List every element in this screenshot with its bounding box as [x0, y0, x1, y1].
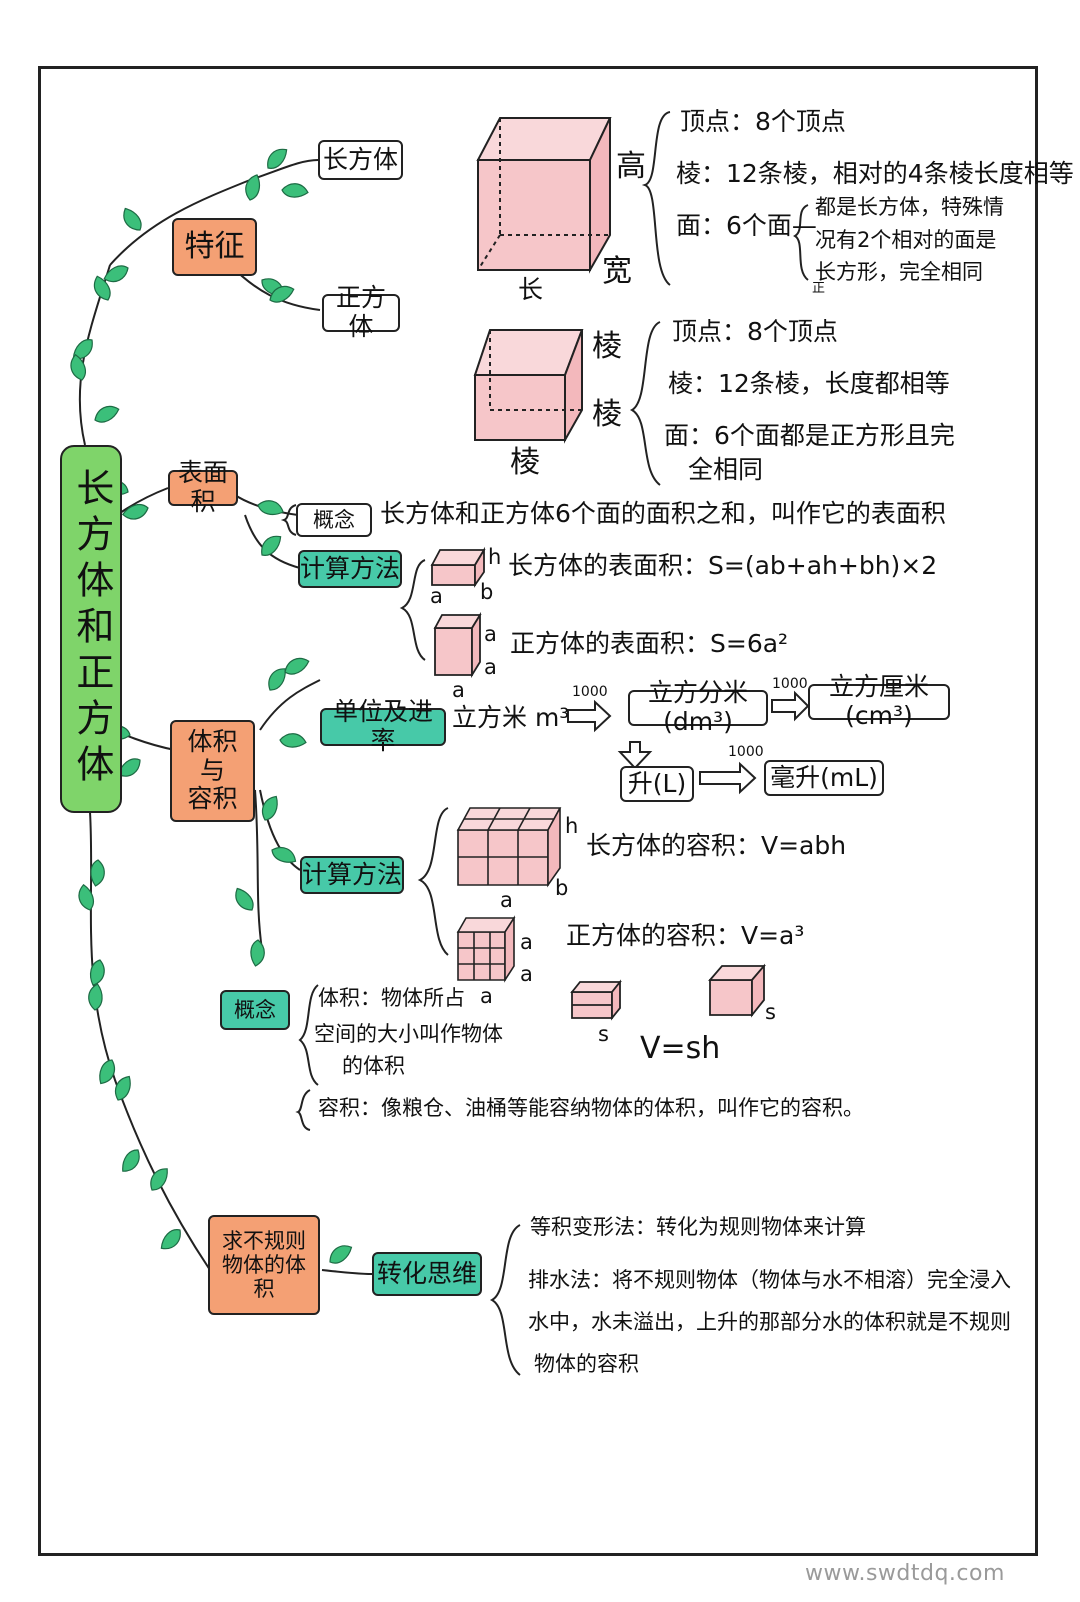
irregular-item-2: 排水法：将不规则物体（物体与水不相溶）完全浸入: [528, 1268, 1011, 1292]
surface-cube-a-3: a: [452, 678, 465, 702]
cuboid-faces-lead: 面：6个面—: [676, 211, 817, 240]
prism-box-figure: [708, 963, 766, 1018]
volume-cube-a-3: a: [480, 984, 493, 1008]
volume-def-line-1: 体积：物体所占: [318, 986, 465, 1010]
unit-dm3: 立方分米(dm³): [647, 678, 748, 736]
cuboid-vertices: 顶点：8个顶点: [680, 107, 846, 136]
surface-cuboid-figure: [430, 546, 486, 588]
irregular-node: 求不规则 物体的体 积: [208, 1215, 320, 1315]
rate-2: 1000: [772, 676, 808, 692]
prism-flat-s: s: [598, 1022, 609, 1046]
volume-cuboid-a: a: [500, 888, 513, 912]
cube-faces-line-2: 全相同: [688, 455, 764, 484]
root-node: 长方体和正方体: [60, 445, 122, 813]
surface-concept-label: 概念: [313, 507, 355, 532]
general-volume-formula: V=sh: [640, 1031, 721, 1066]
surface-cube-figure: [433, 611, 482, 679]
irregular-label-line-2: 物体的体: [222, 1252, 306, 1277]
unit-arrows: [567, 690, 810, 795]
unit-cm3-box: 立方厘米(cm³): [808, 672, 950, 730]
watermark: www.swdtdq.com: [805, 1561, 1005, 1586]
volume-def-line-3: 的体积: [342, 1054, 405, 1078]
surface-calc-label: 计算方法: [300, 553, 401, 583]
rate-1: 1000: [572, 684, 608, 700]
transform-label: 转化思维: [376, 1258, 477, 1288]
unit-dm3-box: 立方分米(dm³): [628, 678, 768, 736]
unit-cm3: 立方厘米(cm³): [828, 672, 929, 730]
cube-node: 正方体: [322, 283, 400, 341]
transform-node: 转化思维: [372, 1252, 482, 1296]
rate-3: 1000: [728, 744, 764, 760]
surface-cuboid-b: b: [480, 580, 494, 604]
cuboid-figure: [476, 117, 612, 274]
volume-calc-label: 计算方法: [302, 859, 403, 889]
cube-faces-line-1: 面：6个面都是正方形且完: [664, 421, 955, 450]
cuboid-length-label: 长: [518, 275, 544, 304]
surface-cube-a-2: a: [484, 655, 497, 679]
volume-cuboid-figure: [456, 807, 562, 888]
volume-cube-formula: 正方体的容积：V=a³: [566, 921, 805, 950]
features-label: 特征: [184, 228, 245, 264]
cube-edges: 棱：12条棱，长度都相等: [668, 369, 950, 398]
unit-l-box: 升(L): [620, 766, 694, 802]
cuboid-faces-line-3: 长方形，完全相同: [815, 260, 983, 284]
volume-calc-node: 计算方法: [300, 856, 404, 894]
volume-cube-a-1: a: [520, 930, 533, 954]
irregular-item-3: 水中，水未溢出，上升的那部分水的体积就是不规则: [528, 1310, 1011, 1334]
surface-calc-node: 计算方法: [298, 550, 402, 588]
surface-cube-formula: 正方体的表面积：S=6a²: [510, 629, 789, 658]
cuboid-node: 长方体: [318, 140, 403, 180]
cuboid-label: 长方体: [322, 144, 398, 174]
unit-m3: 立方米 m³: [452, 703, 570, 732]
volume-cuboid-formula: 长方体的容积：V=abh: [586, 831, 847, 860]
unit-l: 升(L): [627, 768, 687, 798]
irregular-item-1: 等积变形法：转化为规则物体来计算: [530, 1215, 866, 1239]
volume-concept-label: 概念: [234, 997, 276, 1022]
root-label: 长方体和正方体: [69, 468, 114, 790]
volume-concept-node: 概念: [220, 990, 290, 1030]
irregular-label-line-1: 求不规则: [222, 1228, 306, 1253]
volume-label-line-3: 容积: [187, 784, 238, 814]
braces: [280, 111, 809, 1376]
cuboid-width-label: 宽: [602, 254, 632, 289]
volume-cuboid-b: b: [555, 876, 569, 900]
irregular-label-line-3: 积: [253, 1277, 275, 1302]
volume-label-line-2: 与: [199, 755, 225, 785]
surface-area-node: 表面积: [168, 458, 238, 516]
volume-cuboid-h: h: [565, 814, 579, 838]
cube-edge-label-right: 棱: [592, 397, 622, 432]
surface-cuboid-a: a: [430, 584, 443, 608]
capacity-def: 容积：像粮仓、油桶等能容纳物体的体积，叫作它的容积。: [318, 1096, 864, 1120]
cube-vertices: 顶点：8个顶点: [672, 317, 838, 346]
cuboid-faces-line-2: 况有2个相对的面是: [815, 228, 997, 252]
surface-cuboid-formula: 长方体的表面积：S=(ab+ah+bh)×2: [508, 551, 938, 580]
features-node: 特征: [172, 218, 257, 276]
cube-label: 正方体: [335, 283, 386, 341]
volume-def-line-2: 空间的大小叫作物体: [314, 1022, 503, 1046]
surface-concept-text: 长方体和正方体6个面的面积之和，叫作它的表面积: [380, 499, 946, 528]
units-node: 单位及进率: [320, 697, 446, 755]
units-label: 单位及进率: [332, 697, 433, 755]
cuboid-faces-note: 正: [812, 281, 826, 296]
surface-area-label: 表面积: [177, 458, 228, 516]
cube-edge-label-top: 棱: [592, 329, 622, 364]
cube-figure: [473, 329, 584, 444]
unit-ml: 毫升(mL): [770, 762, 878, 792]
prism-flat-figure: [570, 979, 622, 1021]
prism-box-s: s: [765, 1000, 776, 1024]
volume-node: 体积 与 容积: [170, 720, 255, 822]
irregular-item-4: 物体的容积: [534, 1352, 639, 1376]
volume-cube-figure: [456, 915, 516, 983]
cube-edge-label-bottom: 棱: [510, 445, 540, 480]
cuboid-height-label: 高: [616, 149, 646, 184]
cuboid-faces-line-1: 都是长方体，特殊情: [815, 195, 1004, 219]
surface-concept-node: 概念: [296, 503, 372, 537]
cuboid-edges: 棱：12条棱，相对的4条棱长度相等: [676, 159, 1074, 188]
unit-ml-box: 毫升(mL): [764, 760, 884, 796]
surface-cube-a-1: a: [484, 622, 497, 646]
surface-cuboid-h: h: [488, 545, 502, 569]
volume-label-line-1: 体积: [187, 726, 238, 756]
volume-cube-a-2: a: [520, 962, 533, 986]
